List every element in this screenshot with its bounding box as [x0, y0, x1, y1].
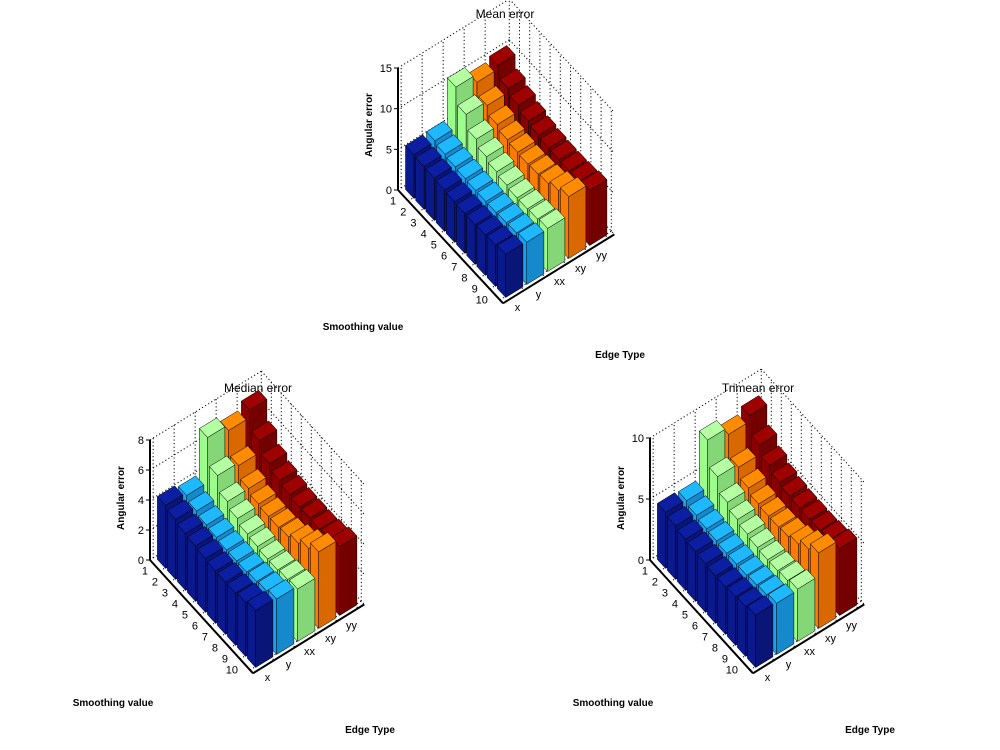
y-tick-label: 3 — [410, 218, 416, 230]
y-tick-label: 2 — [652, 577, 658, 589]
x-axis-label: Edge Type — [845, 725, 895, 736]
z-axis-label: Angular error — [116, 466, 127, 530]
y-axis-line — [649, 559, 754, 674]
z-tick-label: 0 — [138, 555, 144, 567]
y-tick-label: 2 — [400, 207, 406, 219]
x-axis-label: Edge Type — [595, 350, 645, 361]
median-error-chart: Median error Angular error Edge Type Smo… — [73, 370, 395, 736]
y-tick-label: 1 — [390, 196, 396, 208]
bars — [405, 45, 608, 298]
bar-x-10 — [747, 595, 774, 668]
y-tick-label: 8 — [712, 643, 718, 655]
grid-line — [508, 39, 615, 154]
x-tick-label: x — [515, 302, 521, 314]
y-tick-label: 10 — [226, 665, 238, 677]
x-tick-label: xy — [575, 263, 587, 275]
y-tick-label: 5 — [182, 610, 188, 622]
x-tick-label: yy — [846, 620, 858, 632]
y-tick-label: 8 — [212, 643, 218, 655]
chart-title: Trimean error — [722, 381, 794, 395]
y-tick-label: 5 — [431, 240, 437, 252]
y-tick-label: 6 — [692, 621, 698, 633]
bar-x-10 — [497, 234, 524, 298]
y-axis-label: Smoothing value — [73, 698, 154, 709]
z-tick-label: 15 — [380, 63, 392, 75]
bars — [157, 390, 358, 668]
grid-line — [649, 368, 762, 439]
y-tick-label: 8 — [461, 273, 467, 285]
y-tick-label: 1 — [142, 566, 148, 578]
y-tick-label: 2 — [152, 577, 158, 589]
y-tick-label: 6 — [192, 621, 198, 633]
z-tick-label: 2 — [138, 525, 144, 537]
z-tick-label: 4 — [138, 495, 144, 507]
x-axis-line — [252, 603, 365, 675]
x-axis-line — [752, 603, 865, 675]
x-tick-label: x — [765, 672, 771, 684]
x-axis-line — [502, 233, 615, 305]
z-tick-label: 0 — [386, 185, 392, 197]
bars — [657, 395, 858, 668]
z-tick-label: 10 — [380, 104, 392, 116]
x-tick-label: xx — [804, 646, 816, 658]
y-tick-label: 7 — [202, 632, 208, 644]
x-tick-label: x — [265, 672, 271, 684]
trimean-error-chart: Trimean error Angular error Edge Type Sm… — [573, 368, 895, 736]
y-axis-label: Smoothing value — [573, 698, 654, 709]
grid-line — [509, 0, 615, 113]
y-tick-label: 3 — [162, 588, 168, 600]
y-tick-label: 9 — [472, 284, 478, 296]
x-tick-label: y — [536, 289, 542, 301]
x-tick-label: y — [786, 659, 792, 671]
z-tick-label: 5 — [386, 144, 392, 156]
chart-title: Median error — [224, 381, 292, 395]
chart-title: Mean error — [476, 7, 535, 21]
z-tick-label: 8 — [138, 435, 144, 447]
y-tick-label: 4 — [672, 599, 678, 611]
y-axis-line — [397, 189, 504, 304]
grid-line — [760, 368, 865, 483]
y-tick-label: 1 — [642, 566, 648, 578]
y-tick-label: 3 — [662, 588, 668, 600]
z-axis-label: Angular error — [616, 466, 627, 530]
y-axis-line — [149, 559, 254, 674]
y-tick-label: 5 — [682, 610, 688, 622]
y-tick-label: 4 — [421, 229, 427, 241]
grid-line — [149, 370, 262, 441]
y-tick-label: 7 — [702, 632, 708, 644]
z-tick-label: 10 — [632, 433, 644, 445]
grid-line — [260, 400, 365, 515]
x-tick-label: yy — [596, 250, 608, 262]
x-tick-label: xy — [325, 633, 337, 645]
x-tick-label: yy — [346, 620, 358, 632]
x-tick-label: xx — [554, 276, 566, 288]
y-tick-label: 4 — [172, 599, 178, 611]
y-axis-label: Smoothing value — [323, 322, 404, 333]
z-tick-label: 0 — [638, 555, 644, 567]
y-tick-label: 10 — [726, 665, 738, 677]
z-tick-label: 5 — [638, 494, 644, 506]
bar-x-10 — [247, 590, 274, 668]
y-tick-label: 6 — [441, 251, 447, 263]
x-axis-label: Edge Type — [345, 725, 395, 736]
y-tick-label: 7 — [451, 262, 457, 274]
x-tick-label: y — [286, 659, 292, 671]
x-tick-label: xx — [304, 646, 316, 658]
grid-line — [260, 370, 365, 485]
mean-error-chart: Mean error Angular error Edge Type Smoot… — [323, 0, 645, 361]
y-tick-label: 9 — [222, 654, 228, 666]
grid-line — [397, 0, 509, 69]
z-axis-label: Angular error — [364, 93, 375, 157]
z-tick-label: 6 — [138, 465, 144, 477]
x-tick-label: xy — [825, 633, 837, 645]
y-tick-label: 9 — [722, 654, 728, 666]
y-tick-label: 10 — [476, 295, 488, 307]
